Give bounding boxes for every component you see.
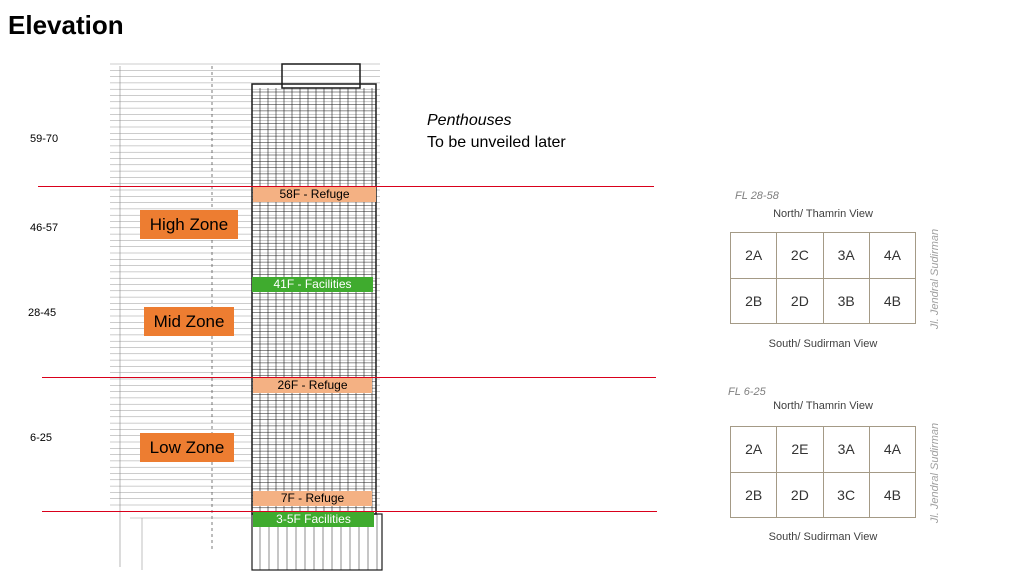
unit-cell: 3A xyxy=(823,233,870,279)
refuge-7f-tag: 7F - Refuge xyxy=(253,491,372,506)
unit-cell: 2A xyxy=(731,427,778,473)
floor-range-6-25: 6-25 xyxy=(30,432,53,444)
unit-cell: 2B xyxy=(731,278,778,324)
street-label: Jl. Jendral Sudirman xyxy=(929,228,941,330)
low-zone-label: Low Zone xyxy=(140,433,234,462)
plan-south-view-label: South/ Sudirman View xyxy=(768,338,878,350)
street-label: Jl. Jendral Sudirman xyxy=(929,422,941,524)
plan-floors-label: FL 28-58 xyxy=(735,190,779,202)
unit-cell: 3A xyxy=(823,427,870,473)
refuge-58f-tag: 58F - Refuge xyxy=(253,187,376,202)
zone-divider-7f xyxy=(42,511,657,512)
unit-cell: 4A xyxy=(869,233,916,279)
unit-cell: 4B xyxy=(869,278,916,324)
high-zone-label: High Zone xyxy=(140,210,238,239)
zone-divider-58f xyxy=(38,186,654,187)
unit-cell: 2A xyxy=(731,233,778,279)
page-title: Elevation xyxy=(8,10,124,40)
unit-cell: 2B xyxy=(731,472,778,518)
penthouse-subtext: To be unveiled later xyxy=(427,134,566,151)
unit-cell: 2D xyxy=(777,278,824,324)
facilities-41f-tag: 41F - Facilities xyxy=(252,277,373,292)
unit-cell: 4A xyxy=(869,427,916,473)
zone-divider-26f xyxy=(42,377,656,378)
unit-cell: 3C xyxy=(823,472,870,518)
unit-cell: 3B xyxy=(823,278,870,324)
unit-cell: 2D xyxy=(777,472,824,518)
floor-range-46-57: 46-57 xyxy=(30,222,59,234)
penthouse-heading: Penthouses xyxy=(427,112,512,129)
unit-cell: 4B xyxy=(869,472,916,518)
unit-cell: 2E xyxy=(777,427,824,473)
unit-grid-fl-28-58: 2A 2C 3A 4A 2B 2D 3B 4B xyxy=(730,232,916,324)
refuge-26f-tag: 26F - Refuge xyxy=(253,378,372,393)
penthouse-note: Penthouses To be unveiled later xyxy=(427,110,566,154)
unit-grid-fl-6-25: 2A 2E 3A 4A 2B 2D 3C 4B xyxy=(730,426,916,518)
plan-floors-label: FL 6-25 xyxy=(728,386,766,398)
plan-north-view-label: North/ Thamrin View xyxy=(773,208,873,220)
floor-range-59-70: 59-70 xyxy=(30,133,59,145)
mid-zone-label: Mid Zone xyxy=(144,307,234,336)
facilities-3-5f-tag: 3-5F Facilities xyxy=(253,512,374,527)
plan-south-view-label: South/ Sudirman View xyxy=(768,531,878,543)
unit-cell: 2C xyxy=(777,233,824,279)
floor-range-28-45: 28-45 xyxy=(28,307,57,319)
plan-north-view-label: North/ Thamrin View xyxy=(773,400,873,412)
